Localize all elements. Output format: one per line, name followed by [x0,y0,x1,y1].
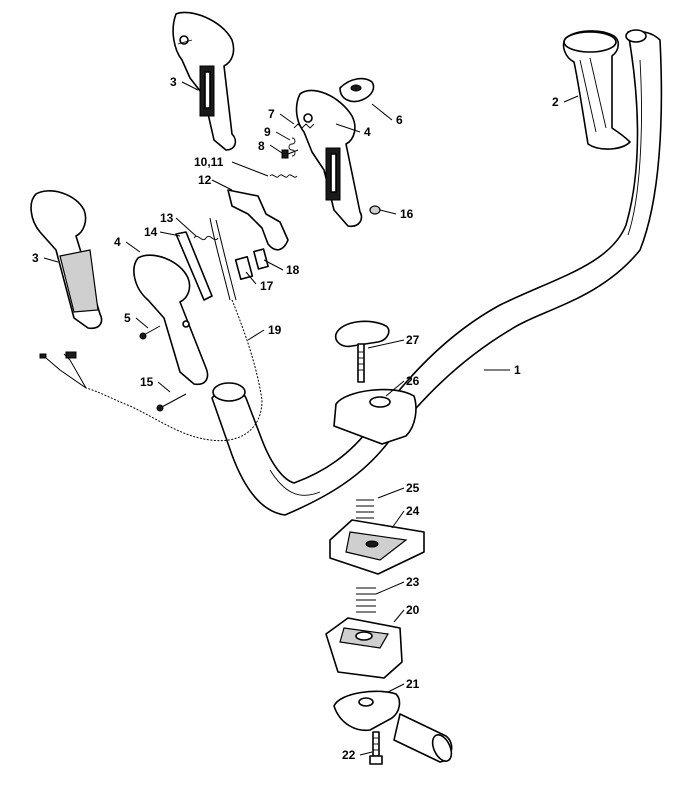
callout-7: 7 [268,107,275,121]
clamp-housing-part-20 [325,617,403,679]
screw-part-22 [369,731,383,765]
callout-5: 5 [124,311,131,325]
callout-22: 22 [342,748,356,762]
callout-4-grip: 4 [114,235,121,249]
callout-9: 9 [264,125,271,139]
grip-half-right [133,254,209,386]
handlebar-tube [211,29,663,516]
screw-part-15 [156,393,187,412]
spring-part-9 [288,137,296,157]
clamp-top-part-26 [333,388,417,445]
callout-8: 8 [258,139,265,153]
callout-24: 24 [406,504,420,518]
knob-part-27 [334,320,390,383]
callout-3-housing: 3 [170,75,177,89]
callout-19: 19 [268,323,282,337]
cap-part-6 [339,77,375,103]
clamp-lower-part-21 [333,690,401,732]
cable-harness-part-19 [39,217,263,442]
spring-part-25 [356,499,374,519]
trigger-part-12 [227,189,289,251]
callout-4-housing: 4 [364,125,371,139]
nut-part-16 [369,205,381,215]
tube-section [393,713,453,763]
callout-21: 21 [406,677,420,691]
callout-20: 20 [406,603,420,617]
spring-part-23 [356,587,376,613]
callout-2: 2 [552,95,559,109]
callout-27: 27 [406,333,420,347]
callout-10-11: 10,11 [194,155,224,169]
clamp-body-part-24 [329,519,425,575]
screw-part-8 [281,149,299,159]
callout-17: 17 [260,279,274,293]
screw-part-5 [139,325,161,340]
housing-half-upper-right [295,89,363,228]
callout-26: 26 [406,374,420,388]
callout-25: 25 [406,481,420,495]
callout-14: 14 [144,225,158,239]
leader-lines [43,81,579,756]
plate-part-18 [253,248,269,270]
right-grip [562,30,631,150]
callout-1: 1 [514,363,521,377]
callout-15: 15 [140,375,154,389]
housing-half-upper-left [172,11,237,151]
lever-part-14 [175,231,213,301]
plate-part-17 [234,255,254,281]
spring-part-7 [293,123,315,129]
callout-16: 16 [400,207,414,221]
spring-part-10-11 [269,174,298,178]
callout-3-grip: 3 [32,251,39,265]
callout-13: 13 [160,211,174,225]
grip-half-left [30,190,103,330]
callout-18: 18 [286,263,300,277]
callout-12: 12 [198,173,212,187]
callout-6: 6 [396,113,403,127]
callout-labels: 1 2 3 3 4 4 5 6 7 8 9 10,11 12 13 14 15 … [32,75,559,762]
callout-23: 23 [406,575,420,589]
